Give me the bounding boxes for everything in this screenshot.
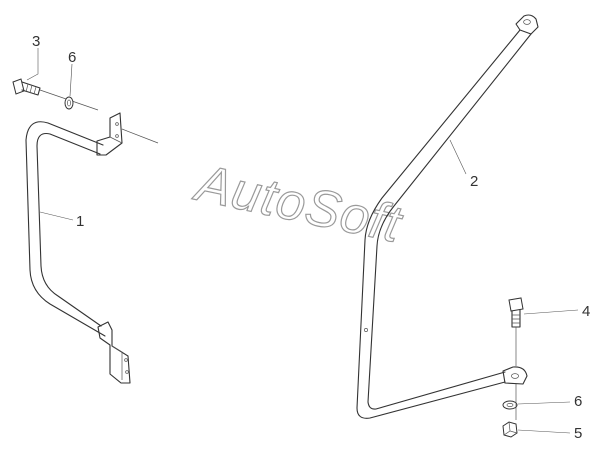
- support-arm-part-2: [356, 14, 539, 419]
- leader-6-bottom: [517, 401, 571, 405]
- leader-5: [517, 429, 571, 434]
- leader-6-top: [69, 63, 73, 97]
- callout-6-bottom: 6: [574, 393, 582, 410]
- leader-3: [26, 48, 39, 81]
- autosoft-watermark: AutoSoft: [189, 154, 408, 255]
- callout-6-top: 6: [68, 49, 76, 66]
- nut-part-5: [502, 384, 518, 438]
- callout-1: 1: [76, 213, 84, 230]
- bolt-part-4: [508, 297, 524, 366]
- callout-5: 5: [574, 425, 582, 442]
- handrail-part-1: [25, 112, 159, 384]
- callout-4: 4: [582, 303, 590, 320]
- callout-3: 3: [32, 33, 40, 50]
- leader-2: [449, 139, 467, 175]
- leader-4: [523, 309, 579, 315]
- washer-part-6-bottom: [502, 400, 518, 410]
- leader-1: [39, 211, 74, 221]
- callout-2: 2: [470, 173, 478, 190]
- bolt-part-3: [12, 78, 99, 111]
- washer-part-6-top: [64, 96, 74, 110]
